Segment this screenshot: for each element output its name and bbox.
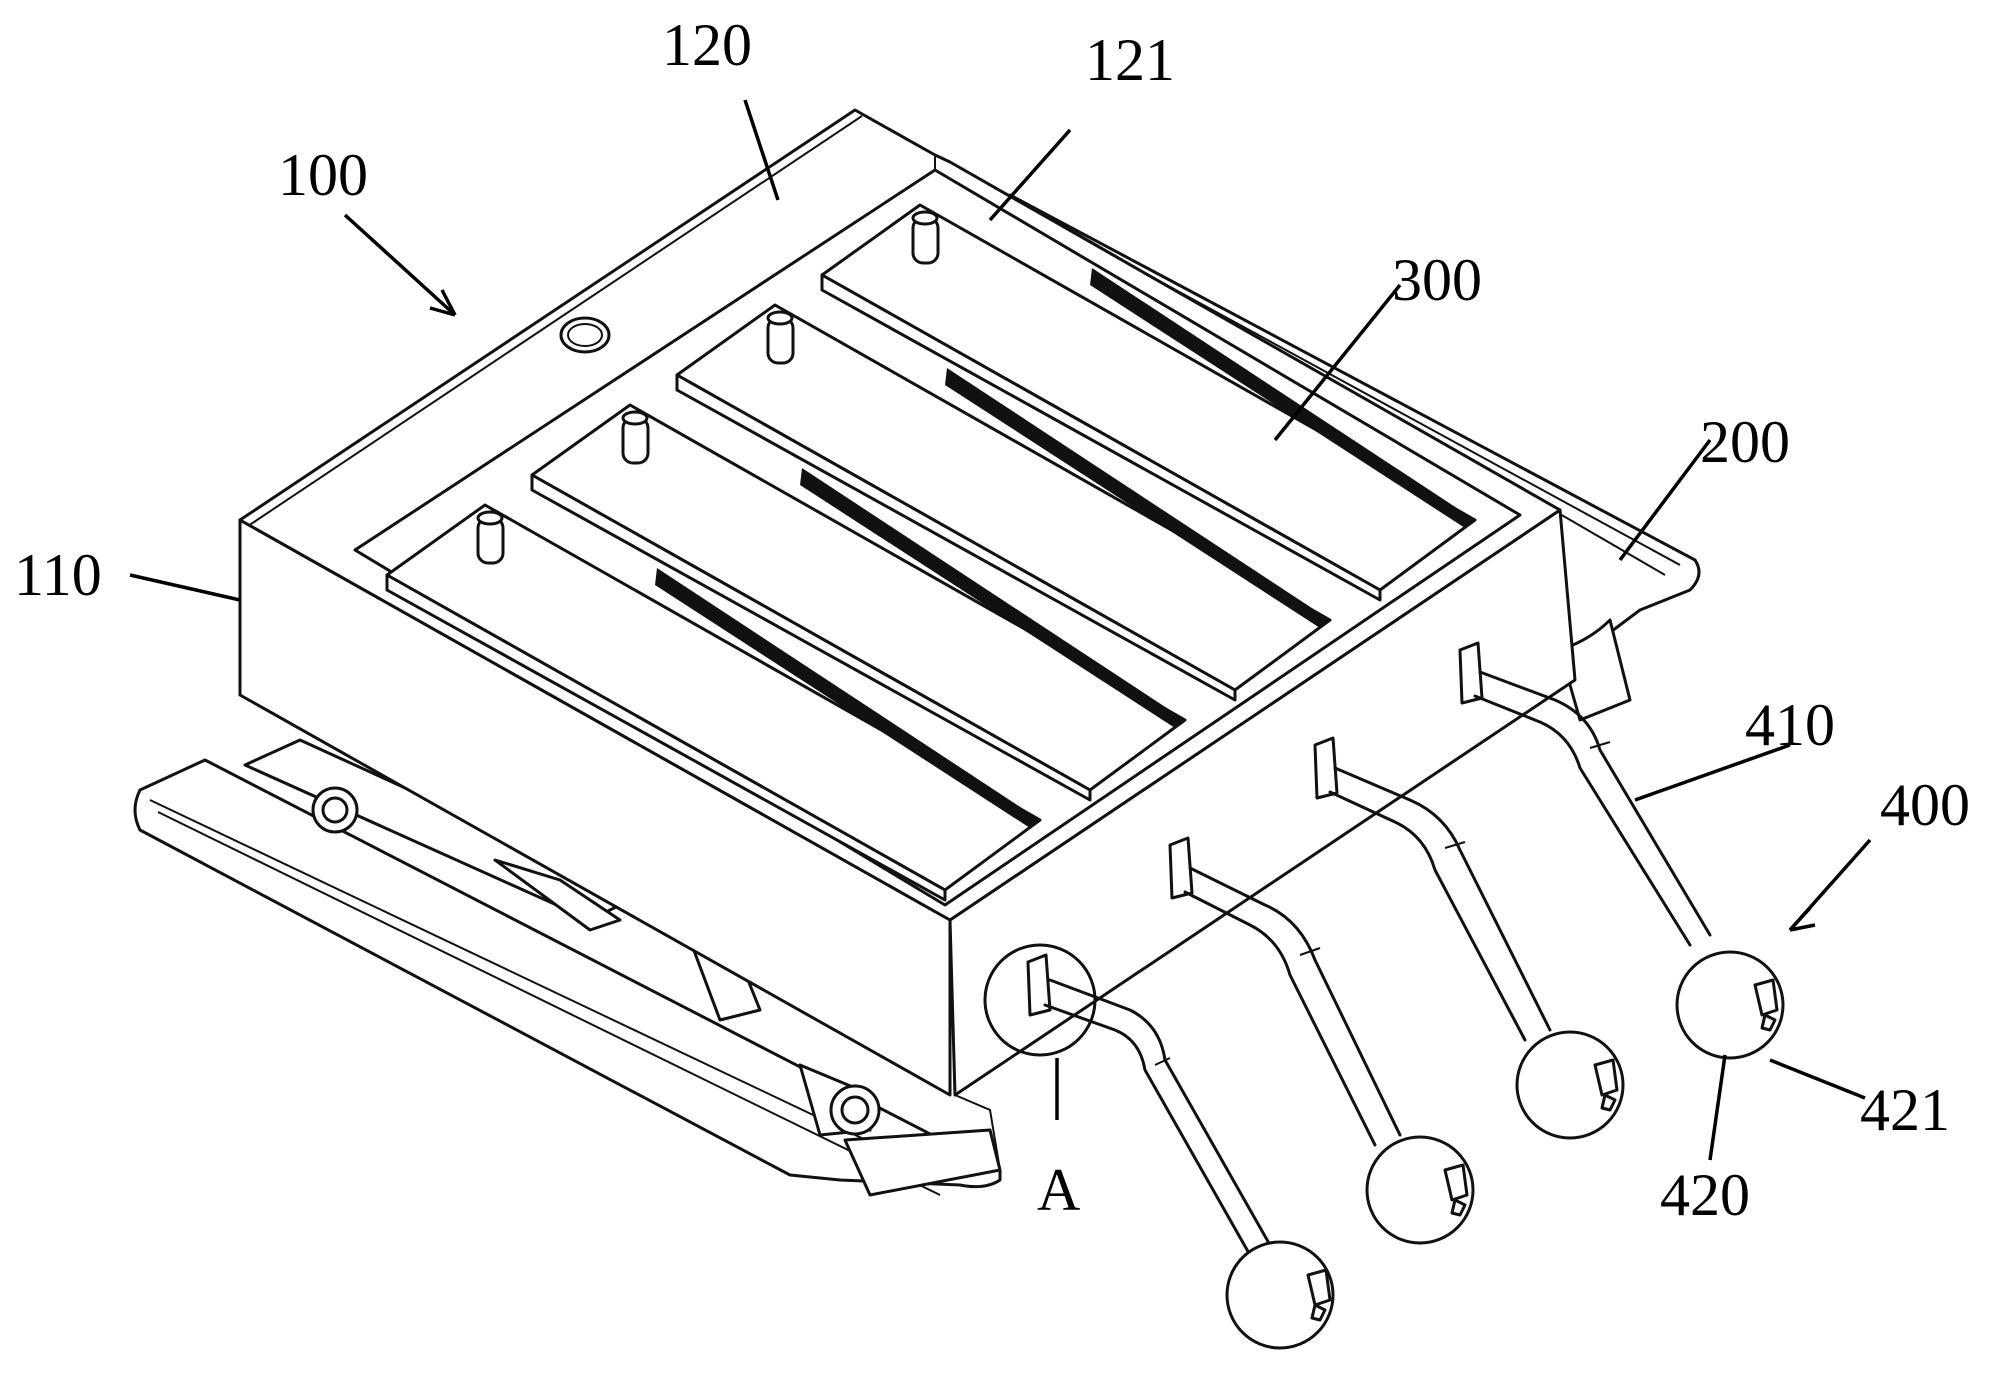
cell-4 (385, 503, 1042, 902)
probe-2 (1168, 836, 1475, 1245)
label-421: 421 (1860, 1077, 1950, 1143)
label-410: 410 (1745, 692, 1835, 758)
leader-110 (129, 573, 241, 602)
cell-3 (530, 403, 1187, 802)
cells-300 (385, 203, 1477, 902)
label-110: 110 (14, 542, 102, 608)
label-200: 200 (1700, 409, 1790, 475)
label-a: A (1037, 1157, 1080, 1223)
leader-100 (343, 213, 457, 317)
label-100: 100 (278, 142, 368, 208)
leader-300 (1273, 283, 1402, 442)
leader-410 (1634, 743, 1791, 802)
label-400: 400 (1880, 772, 1970, 838)
probes-400 (983, 641, 1785, 1350)
leader-120 (743, 99, 780, 201)
detail-circle-a (983, 943, 1097, 1057)
probe-4 (1458, 641, 1785, 1060)
leader-200 (1618, 438, 1712, 562)
leader-421 (1769, 1058, 1866, 1100)
cell-1 (820, 203, 1477, 602)
cell-2 (675, 303, 1332, 702)
leader-lines (129, 99, 1872, 1161)
label-121: 121 (1085, 27, 1175, 93)
reference-labels: 100 110 120 121 200 300 400 410 420 421 … (14, 12, 1970, 1228)
label-420: 420 (1660, 1162, 1750, 1228)
label-300: 300 (1392, 247, 1482, 313)
probe-1 (1026, 953, 1335, 1350)
label-120: 120 (662, 12, 752, 78)
leader-121 (988, 128, 1072, 222)
leader-420 (1708, 1054, 1727, 1161)
probe-3 (1313, 736, 1625, 1140)
